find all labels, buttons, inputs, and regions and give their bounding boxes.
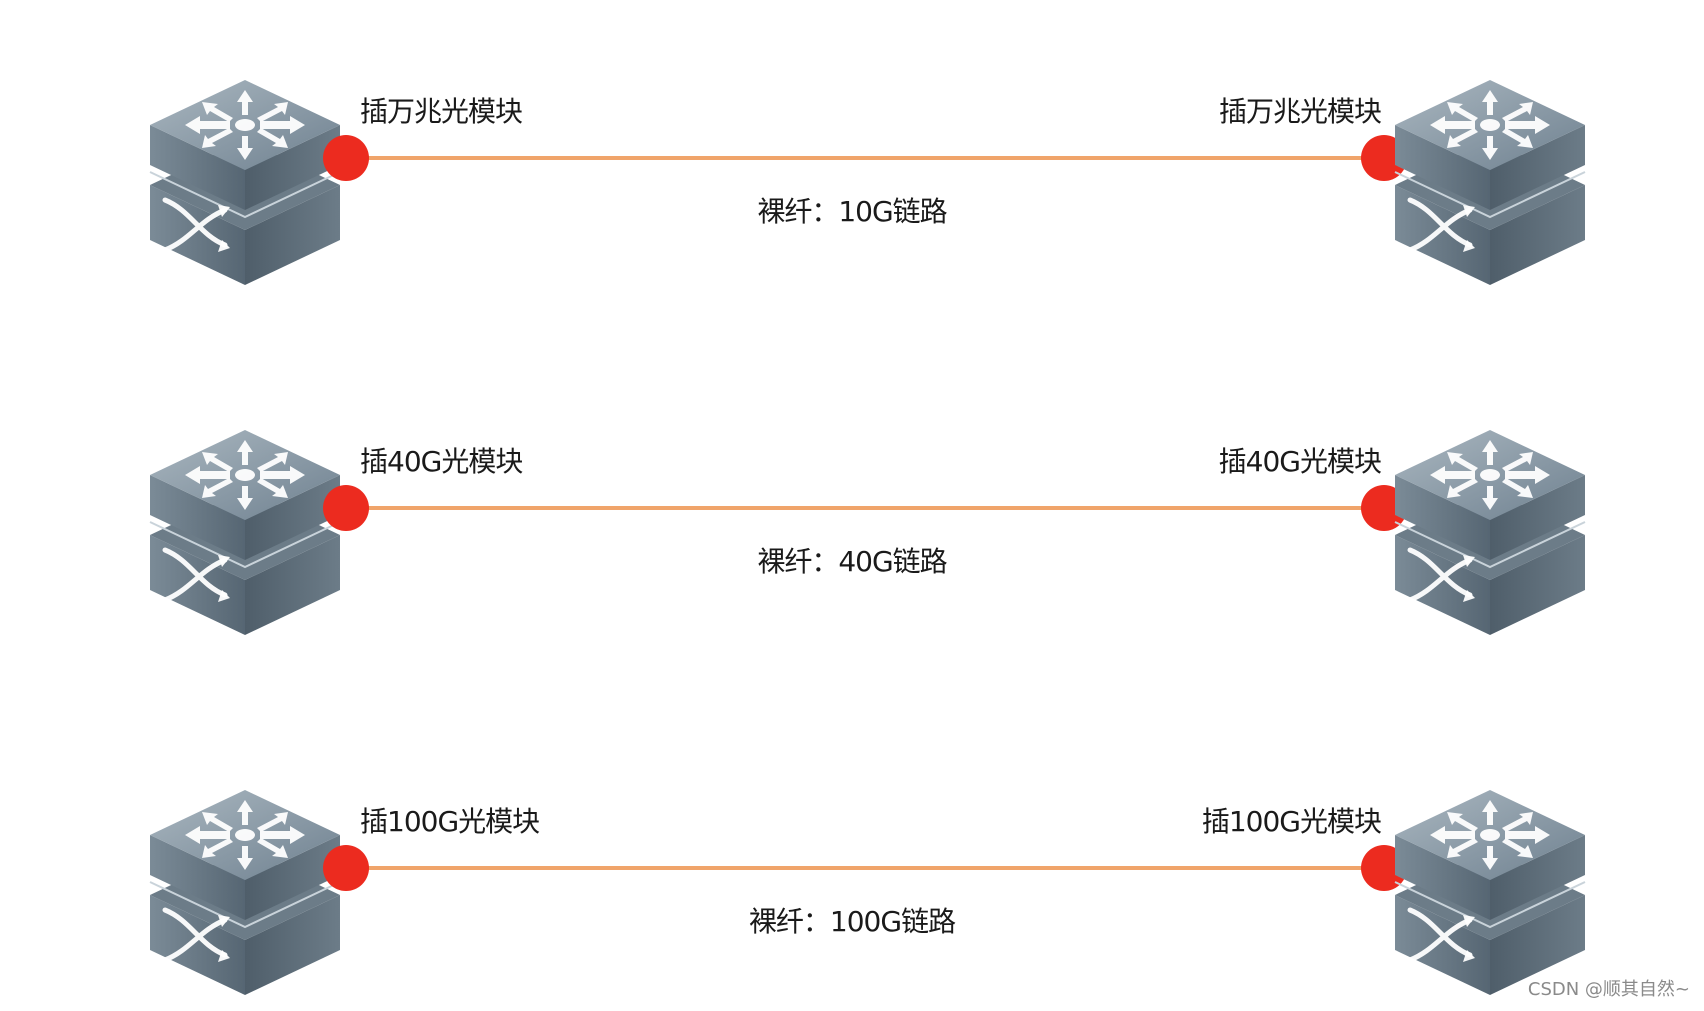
fiber-link-line [346, 156, 1384, 160]
link-label: 裸纤：10G链路 [757, 195, 947, 228]
link-row-100g: 插100G光模块 插100G光模块 裸纤：100G链路 [0, 750, 1704, 995]
fiber-link-line [346, 866, 1384, 870]
layer3-switch-icon [1385, 770, 1595, 1000]
layer3-switch-icon [1385, 410, 1595, 640]
link-row-40g: 插40G光模块 插40G光模块 裸纤：40G链路 [0, 390, 1704, 635]
left-module-label: 插40G光模块 [360, 445, 523, 478]
layer3-switch-icon [140, 410, 350, 640]
layer3-switch-icon [1385, 60, 1595, 290]
link-label: 裸纤：40G链路 [757, 545, 947, 578]
right-module-label: 插万兆光模块 [1218, 95, 1382, 128]
watermark: CSDN @顺其自然~ [1527, 979, 1690, 1000]
layer3-switch-icon [140, 770, 350, 1000]
left-module-label: 插万兆光模块 [360, 95, 523, 128]
port-dot [323, 845, 369, 891]
port-dot [323, 135, 369, 181]
right-module-label: 插100G光模块 [1201, 805, 1382, 838]
fiber-link-line [346, 506, 1384, 510]
link-row-10g: 插万兆光模块 插万兆光模块 裸纤：10G链路 [0, 40, 1704, 285]
layer3-switch-icon [140, 60, 350, 290]
port-dot [323, 485, 369, 531]
right-module-label: 插40G光模块 [1218, 445, 1382, 478]
link-label: 裸纤：100G链路 [748, 905, 956, 938]
left-module-label: 插100G光模块 [360, 805, 540, 838]
